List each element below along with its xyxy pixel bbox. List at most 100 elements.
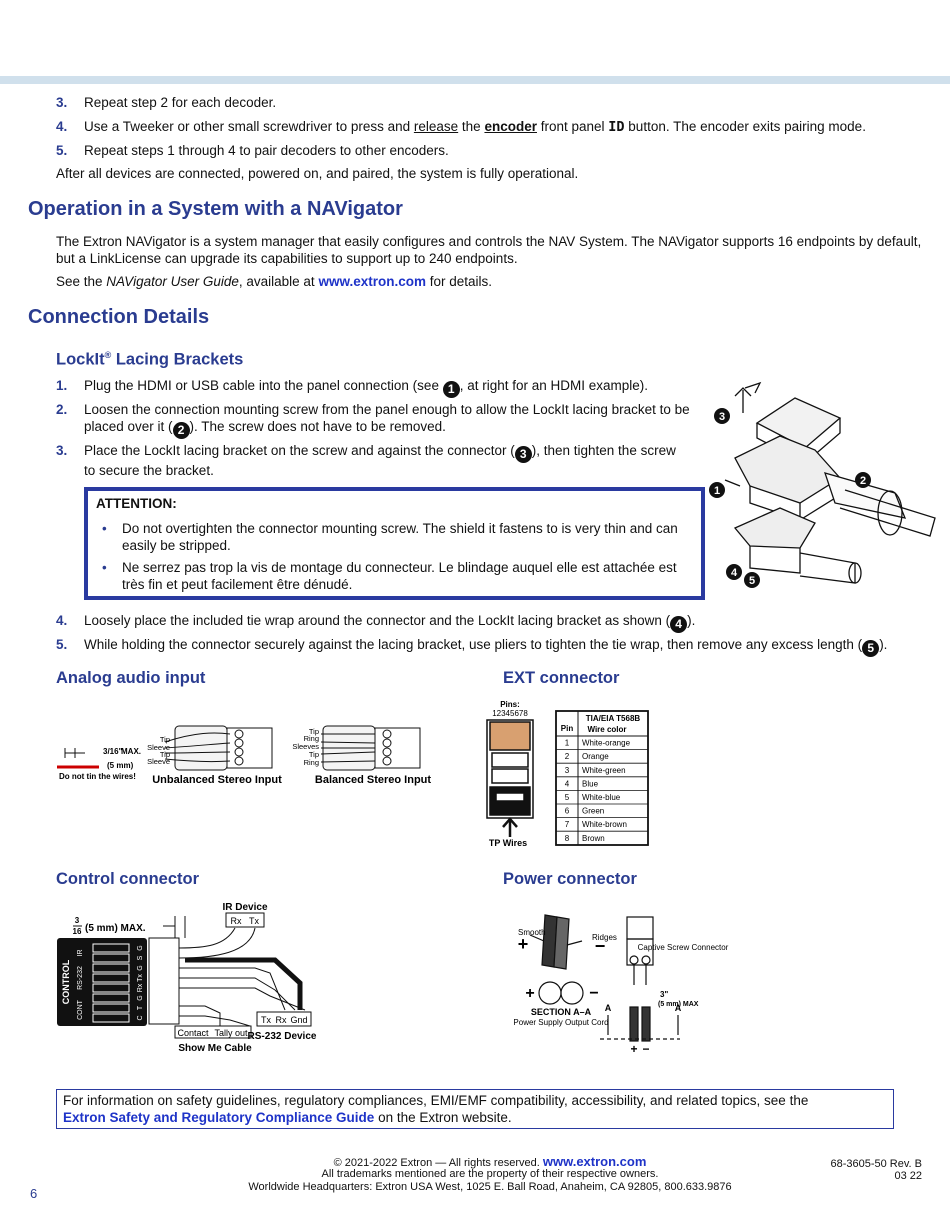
control-pin-label: G (137, 995, 144, 1000)
ext-row-wire: Orange (582, 752, 609, 761)
callout-4: 4 (670, 616, 688, 633)
power-plus-top: + (518, 934, 529, 954)
bal-label-5: Ring (304, 758, 319, 767)
control-pin-label: G (137, 945, 144, 950)
control-pin-terminal (92, 953, 130, 963)
control-pin-label: G (137, 965, 144, 970)
step-3-top-text: Repeat step 2 for each decoder. (84, 95, 277, 110)
lockit-step-5: While holding the connector securely aga… (84, 637, 888, 657)
power-plus-section: + (525, 985, 534, 1002)
lockit-step-3-num: 3. (56, 443, 68, 458)
extron-link[interactable]: www.extron.com (318, 274, 426, 289)
power-connector-diagram: Smooth Ridges + − + − SECTION A–A Power … (513, 914, 729, 1056)
footer-url[interactable]: www.extron.com (542, 1154, 647, 1169)
control-ir-rx: Rx (231, 916, 242, 926)
analog-max-frac: 3/16" (103, 747, 123, 756)
footer-copyright: © 2021-2022 Extron — All rights reserved… (333, 1154, 647, 1169)
control-rs-rx: Rx (276, 1015, 287, 1025)
ext-row-wire: White-green (582, 766, 626, 775)
navigator-see: See the NAVigator User Guide, available … (56, 274, 492, 289)
control-rs-tx: Tx (261, 1015, 271, 1025)
heading-power-connector: Power connector (503, 870, 637, 888)
heading-lockit: LockIt® Lacing Brackets (56, 350, 244, 369)
step-4-top: 4. (56, 119, 68, 134)
control-connector-diagram: 3 16 (5 mm) MAX. IR Device Rx Tx CONTROL… (57, 902, 317, 1054)
ext-col-pin: Pin (561, 724, 574, 733)
control-pin-terminal (92, 993, 130, 1003)
unbal-label-1: Tip (160, 735, 170, 744)
safety-guide-link[interactable]: Extron Safety and Regulatory Compliance … (63, 1109, 375, 1125)
control-rs-device: RS-232 Device (248, 1031, 317, 1042)
control-contact: Contact (177, 1028, 209, 1038)
ext-row-wire: Green (582, 807, 604, 816)
ext-pins-numbers: 12345678 (492, 709, 528, 718)
heading-analog-audio: Analog audio input (56, 669, 206, 687)
lockit-step-2-num: 2. (56, 402, 68, 417)
ext-row-pin: 8 (565, 834, 570, 843)
heading-control-connector: Control connector (56, 870, 199, 888)
diagram-callout-1: 1 (714, 485, 720, 497)
footer-trademarks: All trademarks mentioned are the propert… (321, 1168, 659, 1180)
unbal-label-2: Sleeve (147, 743, 170, 752)
lockit-step-3: Place the LockIt lacing bracket on the s… (84, 443, 676, 478)
power-minus-bottom: − (642, 1042, 649, 1056)
ext-row-wire: Blue (582, 779, 599, 788)
lockit-step-1-num: 1. (56, 378, 68, 393)
control-pin-terminal (92, 963, 130, 973)
header-band (0, 76, 950, 84)
bal-label-3: Sleeves (292, 742, 319, 751)
heading-connection-details: Connection Details (28, 306, 210, 328)
lockit-step-4: Loosely place the included tie wrap arou… (84, 613, 696, 633)
bal-label-1: Tip (309, 727, 319, 736)
ext-row-pin: 3 (565, 766, 570, 775)
control-pin-terminal (92, 943, 130, 953)
control-group-rs232: RS-232 (77, 966, 84, 990)
control-ir-device: IR Device (222, 902, 267, 913)
ext-row-pin: 4 (565, 779, 570, 788)
lockit-diagram: 3 2 1 4 5 (709, 381, 936, 588)
step-5-top: 5. (56, 143, 68, 158)
control-ir-tx: Tx (249, 916, 259, 926)
unbal-label-4: Sleeve (147, 757, 170, 766)
lockit-step-5-num: 5. (56, 637, 68, 652)
analog-audio-diagram: 3/16" MAX. (5 mm) Do not tin the wires! … (57, 725, 431, 786)
svg-text:3": 3" (660, 990, 668, 999)
ext-col-wire: Wire color (587, 725, 626, 734)
unbal-caption: Unbalanced Stereo Input (152, 774, 282, 786)
power-a-right: A (675, 1003, 682, 1013)
control-pin-label: C (137, 1015, 144, 1020)
heading-ext-connector: EXT connector (503, 669, 620, 687)
callout-1: 1 (442, 381, 460, 398)
diagram-callout-5: 5 (749, 575, 755, 587)
after-text: After all devices are connected, powered… (56, 166, 579, 181)
control-side-label: CONTROL (61, 959, 71, 1004)
control-pin-label: T (137, 1005, 144, 1010)
callout-5: 5 (862, 640, 880, 657)
power-minus-top: − (595, 936, 606, 956)
diagram-callout-2: 2 (860, 475, 866, 487)
control-showme: Show Me Cable (178, 1043, 252, 1054)
page-number: 6 (30, 1186, 38, 1201)
bal-label-4: Tip (309, 750, 319, 759)
control-tally: Tally out (214, 1028, 248, 1038)
ext-col-standard: TIA/EIA T568B (586, 714, 641, 723)
bal-caption: Balanced Stereo Input (315, 774, 431, 786)
step-4-top-text: Use a Tweeker or other small screwdriver… (84, 119, 866, 135)
footer-hq: Worldwide Headquarters: Extron USA West,… (248, 1181, 732, 1193)
safety-info-box: For information on safety guidelines, re… (56, 1089, 894, 1129)
power-section: SECTION A–A (531, 1007, 592, 1017)
ext-pins-label: Pins: (500, 700, 520, 709)
control-pin-terminal (92, 983, 130, 993)
power-plus-bottom: + (630, 1042, 637, 1056)
control-pin-label: Rx (137, 983, 144, 992)
ext-row-pin: 1 (565, 739, 570, 748)
diagram-callout-3: 3 (719, 411, 725, 423)
control-max: (5 mm) MAX. (85, 923, 146, 934)
power-minus-section: − (589, 985, 598, 1002)
lockit-step-4-num: 4. (56, 613, 68, 628)
control-pin-terminal (92, 1013, 130, 1023)
navigator-paragraph: The Extron NAVigator is a system manager… (56, 234, 922, 266)
ext-row-wire: Brown (582, 834, 605, 843)
bal-label-2: Ring (304, 734, 319, 743)
attention-bullet-1: •Do not overtighten the connector mounti… (102, 521, 678, 553)
